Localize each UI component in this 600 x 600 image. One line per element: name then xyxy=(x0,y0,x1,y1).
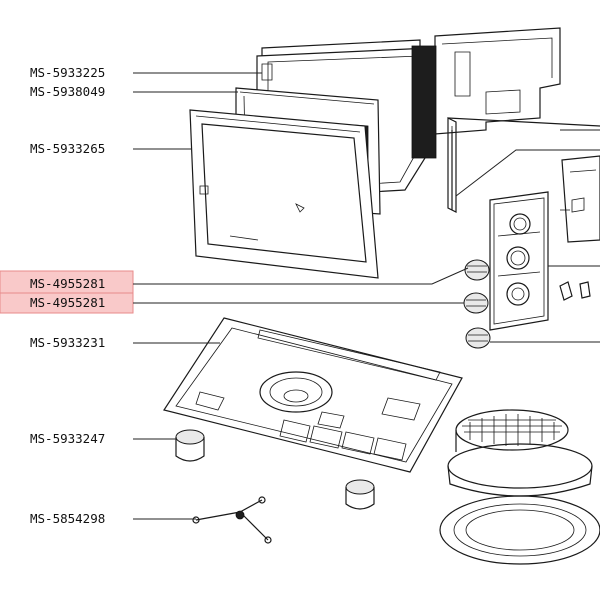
part-label-p7[interactable]: MS-5933247 xyxy=(30,431,105,446)
base-plate-icon xyxy=(163,317,463,473)
turntable-coupler-icon xyxy=(192,496,272,544)
connector-icons xyxy=(559,281,591,301)
door-rod-icon xyxy=(447,117,457,213)
glass-plate-icon xyxy=(439,443,600,565)
leader-right-2 xyxy=(455,149,600,197)
highlight-bands xyxy=(0,270,134,314)
grill-rack-icon xyxy=(455,409,569,452)
control-panel-icon xyxy=(489,191,549,331)
part-label-p2[interactable]: MS-5938049 xyxy=(30,84,105,99)
timer-module-icon xyxy=(560,155,600,243)
leader-lines xyxy=(133,72,600,520)
leader-p4 xyxy=(133,267,469,285)
part-label-p3[interactable]: MS-5933265 xyxy=(30,141,105,156)
part-labels: MS-5933225 MS-5938049 MS-5933265 MS-4955… xyxy=(30,65,105,526)
part-label-p1[interactable]: MS-5933225 xyxy=(30,65,105,80)
door-frame-icon xyxy=(189,109,379,279)
part-label-p4[interactable]: MS-4955281 xyxy=(30,276,105,291)
knob-icons xyxy=(463,259,491,349)
roller-foot-icons xyxy=(175,429,375,510)
part-label-p8[interactable]: MS-5854298 xyxy=(30,511,105,526)
part-label-p5[interactable]: MS-4955281 xyxy=(30,295,105,310)
part-label-p6[interactable]: MS-5933231 xyxy=(30,335,105,350)
